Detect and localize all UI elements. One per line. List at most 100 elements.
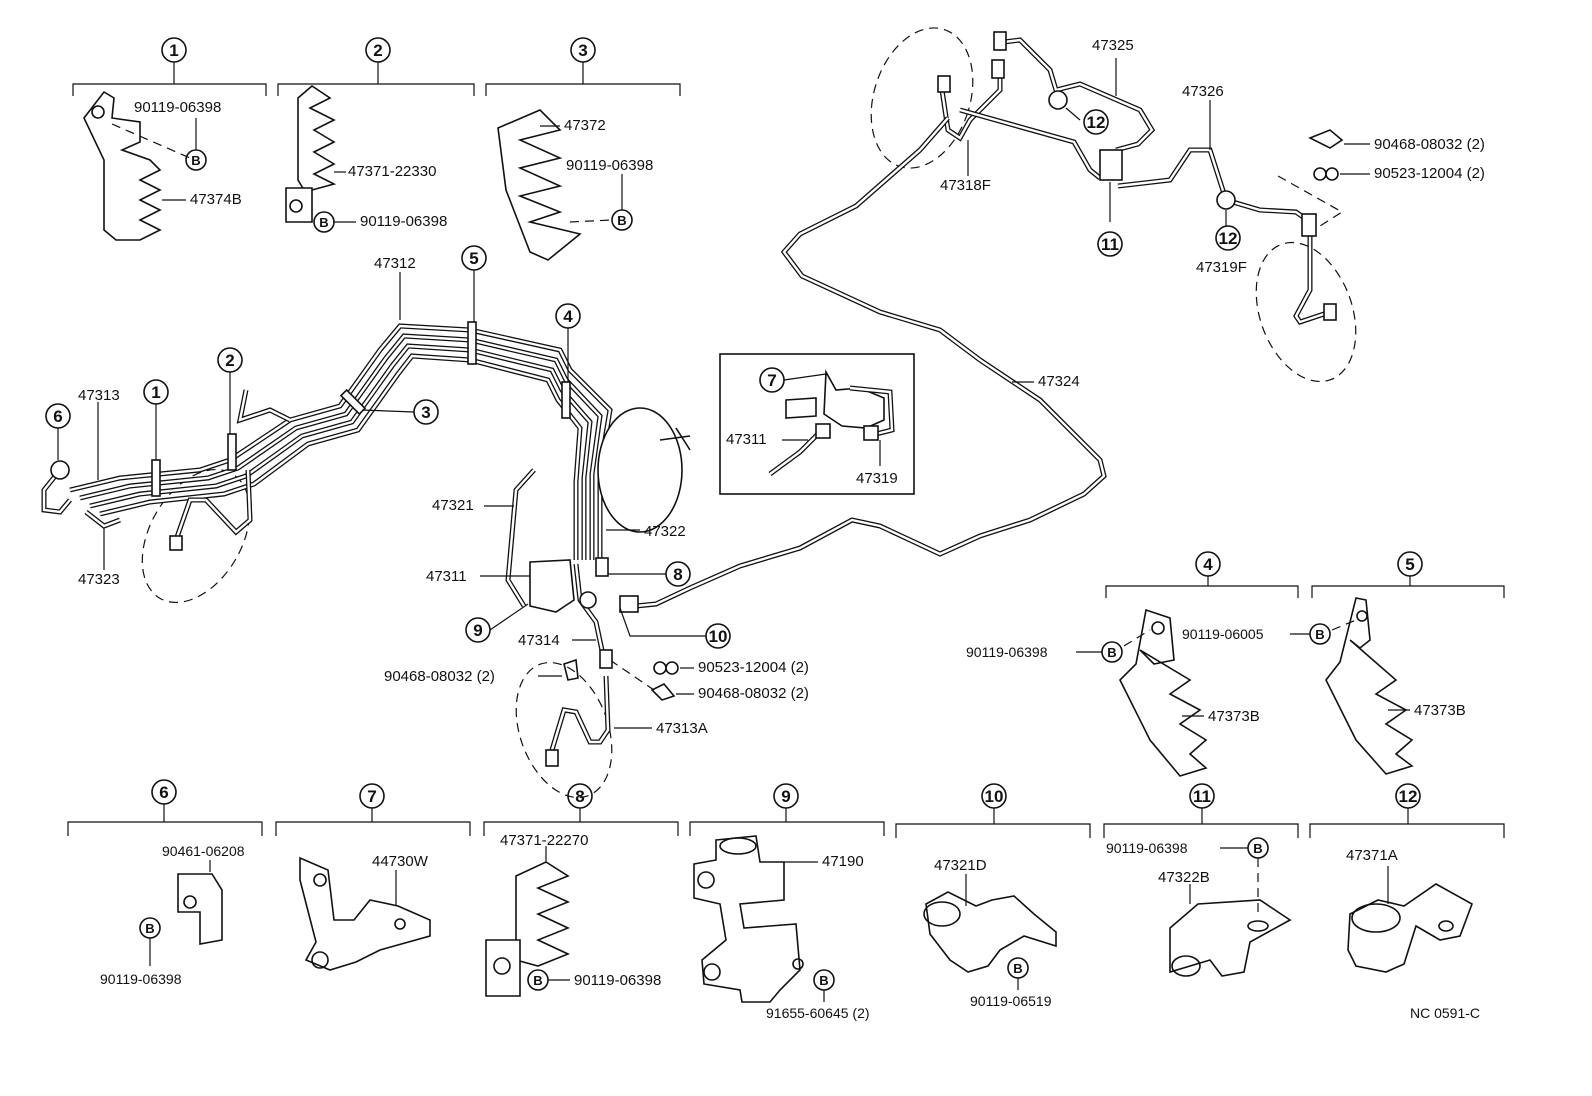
leader-line <box>783 373 827 381</box>
clamp-band-4 <box>561 381 571 419</box>
tube-47324-path <box>635 116 1107 609</box>
tube-bundle-4 <box>99 353 583 560</box>
part-label-47312: 47312 <box>374 255 416 272</box>
group-number-12: 12 <box>1399 787 1418 806</box>
leader-line <box>489 603 529 631</box>
inset-label-47311: 47311 <box>726 431 767 448</box>
bolt-hole <box>289 199 303 213</box>
group-bracket <box>483 808 679 836</box>
part-label-47322: 47322 <box>644 523 686 540</box>
clamp-plate <box>285 187 313 223</box>
clamp-band-8 <box>595 557 609 577</box>
tube-47312-path <box>69 323 613 560</box>
clamp-band-5 <box>467 321 477 365</box>
clamp-47371A <box>1347 883 1473 973</box>
clamp-12-marker <box>1048 90 1068 110</box>
leader-dashed <box>569 219 613 223</box>
group-number-5: 5 <box>1405 555 1414 574</box>
callout-4: 4 <box>563 307 573 326</box>
part-label-90119-06398: 90119-06398 <box>966 644 1048 660</box>
callout-7: 7 <box>767 371 776 390</box>
group-number-11: 11 <box>1193 787 1211 806</box>
clamp-band-3 <box>339 388 367 416</box>
hose-fitting <box>545 749 559 767</box>
part-label-47371A: 47371A <box>1346 847 1398 864</box>
group-8: 8 47371-22270 B 90119-06398 <box>483 783 679 997</box>
group-number-circle <box>1083 109 1109 135</box>
booster-pushrod <box>659 427 691 451</box>
tube-inner <box>506 469 535 607</box>
tube-inner <box>42 469 71 514</box>
clamp-47371-22330 <box>297 84 337 191</box>
leader-dashed <box>1123 629 1151 647</box>
bolt-hole <box>792 958 804 970</box>
valve-port <box>703 963 721 981</box>
leader-line <box>361 409 415 413</box>
clamp-47372 <box>497 109 582 261</box>
group-6: 6 90461-06208 B 90119-06398 <box>67 779 263 987</box>
tube-bundle-2 <box>79 333 603 560</box>
callout-10: 10 <box>709 627 728 646</box>
part-label-47372: 47372 <box>564 117 606 134</box>
bolt-hole <box>1438 920 1454 932</box>
tube-inner <box>635 117 1106 608</box>
tube-fitting <box>937 75 951 93</box>
tube-inner <box>1117 148 1311 223</box>
group-number-2: 2 <box>373 41 382 60</box>
group-bracket <box>689 808 885 836</box>
bolt-marker: B <box>533 973 542 988</box>
part-label-47371-22270: 47371-22270 <box>500 832 588 849</box>
part-label-90119-06398: 90119-06398 <box>100 971 182 987</box>
clip-90523-12004 <box>665 661 679 675</box>
rear-brake-assembly: 12 47325 47318F 11 47326 12 47319F 90468… <box>870 27 1485 383</box>
clamp-47371-22270 <box>515 861 571 967</box>
bolt-marker: B <box>1107 645 1116 660</box>
part-label-47321: 47321 <box>432 497 474 514</box>
clamp-band-1 <box>151 459 161 497</box>
leader-dashed <box>1331 619 1357 631</box>
inset-valve-detail: 7 47311 47319 <box>719 353 915 495</box>
group-number-7: 7 <box>367 787 376 806</box>
group-12: 12 47371A <box>1309 783 1505 973</box>
group-number-1: 1 <box>169 41 178 60</box>
tube-inner <box>769 431 821 475</box>
tube-inner <box>89 344 592 560</box>
group-2: 2 47371-22330 B 90119-06398 <box>277 37 475 233</box>
tube-fitting <box>993 31 1007 51</box>
bolt-hole <box>313 873 327 887</box>
tube-inner <box>85 511 121 528</box>
group-number-circle <box>1097 231 1123 257</box>
part-label-90119-06398: 90119-06398 <box>574 972 661 989</box>
tube-inner <box>79 334 602 560</box>
clamp-47322B <box>1169 899 1292 977</box>
part-label-91655-60645: 91655-60645 (2) <box>766 1005 870 1021</box>
tube-inner <box>99 354 582 560</box>
bolt-marker: B <box>819 973 828 988</box>
tube-fitting <box>815 423 831 439</box>
inset-label-47319: 47319 <box>856 470 898 487</box>
bolt-hole <box>493 957 511 975</box>
bolt-hole <box>183 895 197 909</box>
clamp-loop <box>1351 903 1401 933</box>
callout-5: 5 <box>469 249 478 268</box>
clip-90523-12004 <box>1325 167 1339 181</box>
part-label-47313A: 47313A <box>656 720 708 737</box>
drawing-code: NC 0591-C <box>1410 1005 1480 1021</box>
group-bracket <box>67 804 263 836</box>
clamp-6-marker <box>50 460 70 480</box>
bolt-hole <box>1151 621 1165 635</box>
hose-fitting <box>169 535 183 551</box>
bolt-hole <box>1356 610 1368 622</box>
bolt-marker: B <box>191 153 200 168</box>
part-label-47318F: 47318F <box>940 177 991 194</box>
tube-47324: 47324 <box>635 116 1107 609</box>
bolt-marker: B <box>617 213 626 228</box>
part-label-47373B: 47373B <box>1208 708 1260 725</box>
group-3: 3 47372 90119-06398 B <box>485 37 681 261</box>
callout-1: 1 <box>151 383 160 402</box>
valve-port <box>719 837 757 855</box>
group-bracket <box>277 62 475 96</box>
part-label-47319F: 47319F <box>1196 259 1247 276</box>
clamp-10-marker <box>579 591 597 609</box>
